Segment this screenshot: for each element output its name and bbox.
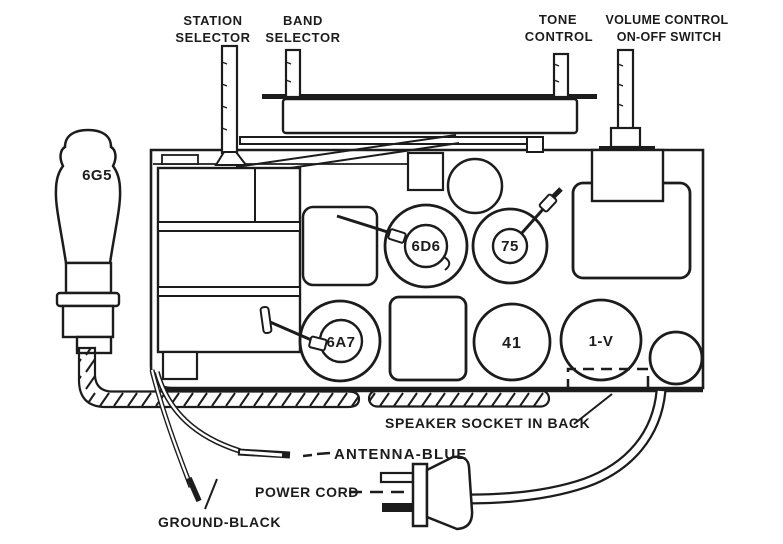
- tube-75-label: 75: [501, 238, 519, 255]
- dial-top-plate: [262, 94, 597, 99]
- eye-tube-6g5: 6G5: [54, 128, 122, 355]
- tube-6d6-grid-cap: [403, 223, 449, 269]
- coil-block-foot: [161, 350, 199, 381]
- power-cord-core: [468, 390, 665, 503]
- callout-labels: STATION SELECTOR BAND SELECTOR TONE CONT…: [158, 12, 729, 530]
- speaker-socket-dashed-outline: [566, 367, 650, 390]
- tube-1v-label: 1-V: [589, 333, 614, 350]
- band-selector-shaft: [284, 48, 302, 99]
- plug-body: [425, 455, 474, 531]
- dial-assembly: [235, 94, 597, 176]
- tube-75-grid-cap: [491, 227, 529, 265]
- antenna-tip-core: [239, 450, 283, 457]
- station-selector-label-line2: SELECTOR: [175, 30, 250, 45]
- tube-6a7-lead: [269, 320, 317, 344]
- power-cord-assembly: [349, 390, 667, 531]
- top-socket-circle: [446, 157, 504, 215]
- tube-6a7-cap: [308, 335, 328, 352]
- antenna-label: ANTENNA-BLUE: [334, 446, 468, 463]
- lead-wires: [149, 369, 331, 510]
- tube-41-label: 41: [502, 335, 522, 352]
- control-shafts: [214, 44, 655, 166]
- eye-tube-bulb: [54, 128, 122, 265]
- eye-tube-neck: [64, 261, 113, 295]
- station-selector-label-line1: STATION: [183, 13, 242, 28]
- tube-1v: [559, 298, 643, 382]
- small-can-top: [406, 151, 445, 192]
- shield-can-bottom: [388, 295, 468, 382]
- tube-75-lead-tip: [551, 187, 563, 199]
- antenna-label-dash-2: [316, 451, 331, 456]
- volume-control-label-line2: ON-OFF SWITCH: [617, 30, 722, 44]
- ground-label: GROUND-BLACK: [158, 514, 281, 530]
- tube-6d6-tail: [443, 256, 451, 271]
- tube-6d6-cap: [387, 228, 407, 244]
- station-selector-shaft: [220, 44, 239, 155]
- tube-6a7-pin: [259, 305, 273, 335]
- ground-wire-tip: [186, 476, 202, 503]
- band-selector-label-line2: SELECTOR: [265, 30, 340, 45]
- eye-tube-base: [61, 304, 115, 339]
- volume-control-shaft: [616, 48, 635, 132]
- antenna-label-dash-1: [302, 453, 313, 458]
- antenna-wire-core: [155, 371, 241, 453]
- dial-body: [281, 97, 579, 135]
- plug-face-plate: [411, 462, 429, 528]
- tone-control-label-line2: CONTROL: [525, 29, 593, 44]
- dial-bracket: [526, 136, 544, 153]
- plug-prong-top: [379, 471, 415, 484]
- coil-block-outline: [156, 166, 302, 354]
- speaker-socket-label: SPEAKER SOCKET IN BACK: [385, 415, 590, 431]
- station-selector-base: [214, 151, 249, 166]
- tube-6g5-label: 6G5: [82, 167, 112, 184]
- power-cord-label: POWER CORD: [255, 484, 359, 500]
- plug-prong-bottom: [382, 503, 414, 512]
- tube-6a7-label: 6A7: [326, 334, 355, 351]
- band-selector-label-line1: BAND: [283, 13, 323, 28]
- volume-control-label-line1: VOLUME CONTROL: [606, 13, 729, 27]
- on-off-switch-body: [590, 148, 665, 203]
- tube-75-lead: [519, 206, 547, 235]
- tone-control-shaft: [552, 52, 570, 99]
- tube-6d6-lead: [336, 214, 395, 236]
- shield-can-left: [301, 205, 379, 287]
- ground-label-pointer: [204, 478, 218, 510]
- tone-control-label-line1: TONE: [539, 12, 577, 27]
- dial-base-bar: [239, 136, 533, 145]
- dial-cord-1: [235, 134, 457, 168]
- if-coil-block: [156, 166, 302, 381]
- coil-block-divider-2: [157, 286, 301, 297]
- chassis-tab: [161, 154, 199, 165]
- speaker-socket-pointer: [573, 393, 613, 425]
- braided-cable-right-segment: [367, 389, 551, 408]
- shaft-hatch-ticks: [221, 61, 624, 131]
- volume-control-bushing: [609, 126, 642, 149]
- coil-block-divider-1: [157, 221, 301, 232]
- tubes: [259, 187, 704, 390]
- socket-circle-right: [648, 330, 704, 386]
- eye-tube-flange: [55, 291, 121, 308]
- chassis-components: [301, 148, 692, 382]
- tube-41: [472, 302, 552, 382]
- braided-cable: [77, 346, 551, 409]
- tube-6d6-label: 6D6: [411, 238, 440, 255]
- ground-wire-core: [150, 369, 193, 488]
- braided-cable-left-segment: [77, 346, 361, 409]
